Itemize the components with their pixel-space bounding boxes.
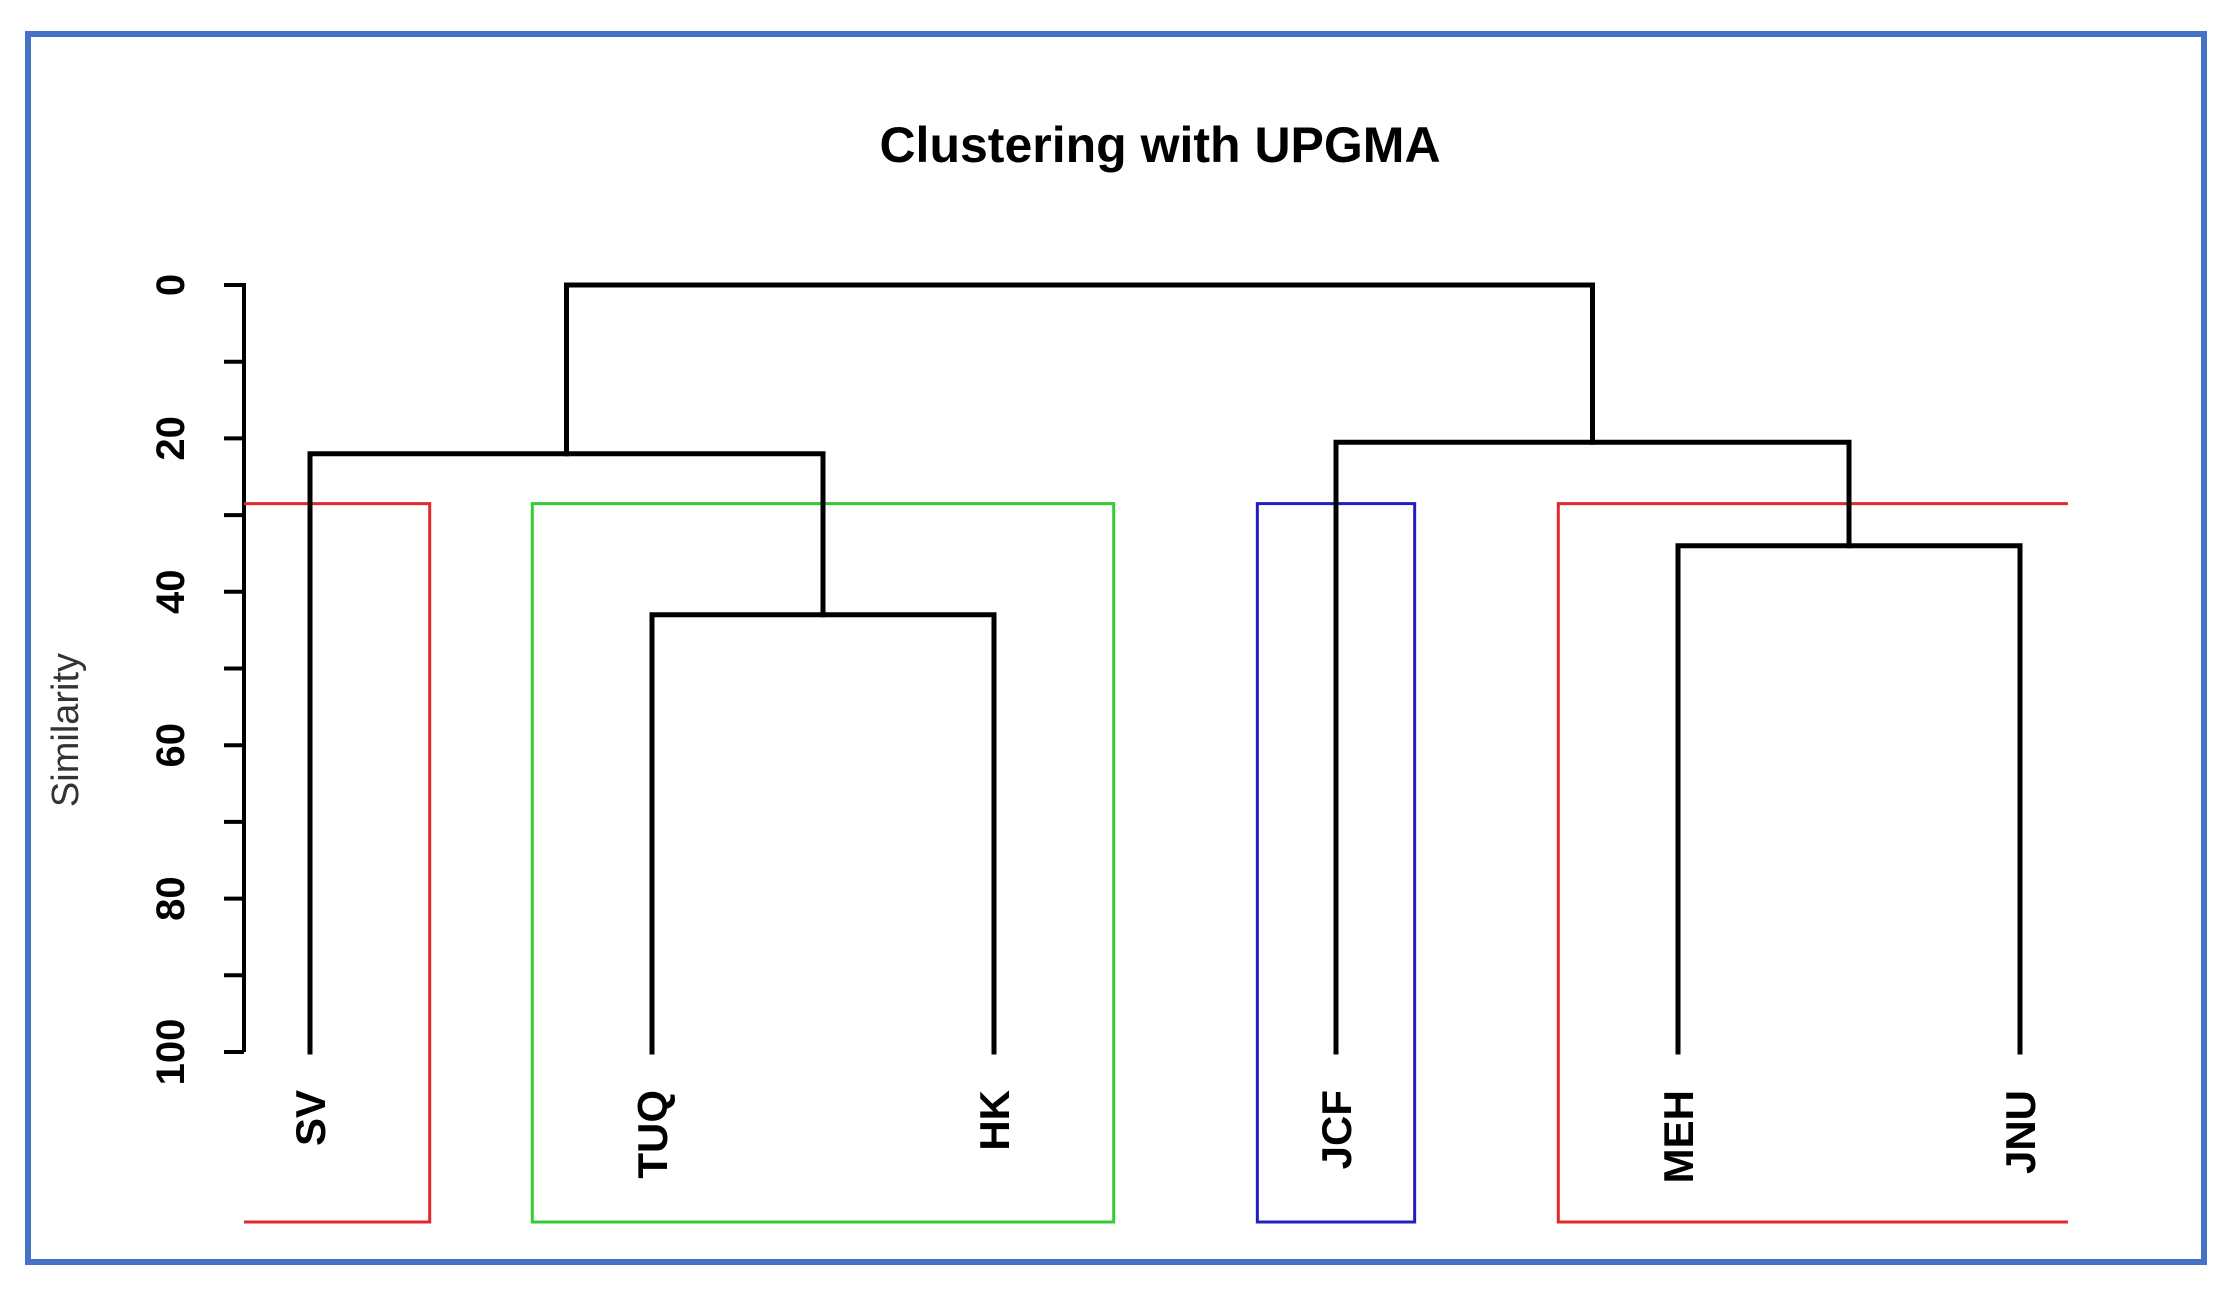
dendrogram-merge — [1333, 439, 1852, 1055]
chart-frame — [25, 31, 2207, 1265]
leaf-label: SV — [287, 1090, 334, 1146]
leaf-label: HK — [971, 1090, 1018, 1151]
leaf-label: JCF — [1313, 1090, 1360, 1169]
y-tick-label: 100 — [149, 1019, 193, 1086]
dendrogram-merge — [649, 612, 997, 1055]
cluster-box — [244, 502, 432, 1224]
y-axis-label: Similarity — [45, 653, 87, 807]
leaf-label: JNU — [1997, 1090, 2044, 1174]
leaf-labels: SV TUQ HK JCF MEH JNU — [287, 1090, 2044, 1183]
chart-title: Clustering with UPGMA — [879, 117, 1440, 173]
cluster-box — [1556, 502, 2068, 1224]
y-tick-label: 40 — [149, 570, 193, 615]
leaf-label: TUQ — [629, 1090, 676, 1179]
dendrogram-branches — [307, 282, 2023, 1055]
dendrogram-merge — [307, 451, 826, 1055]
y-tick-label: 80 — [149, 876, 193, 921]
cluster-boxes — [244, 502, 2068, 1224]
y-tick-label: 60 — [149, 723, 193, 768]
y-tick-label: 0 — [149, 274, 193, 296]
dendrogram-merge — [564, 282, 1595, 457]
leaf-label: MEH — [1655, 1090, 1702, 1183]
y-axis-ticks: 0 20 40 60 80 100 — [149, 274, 244, 1086]
y-tick-label: 20 — [149, 416, 193, 461]
dendrogram-merge — [1675, 543, 2023, 1055]
